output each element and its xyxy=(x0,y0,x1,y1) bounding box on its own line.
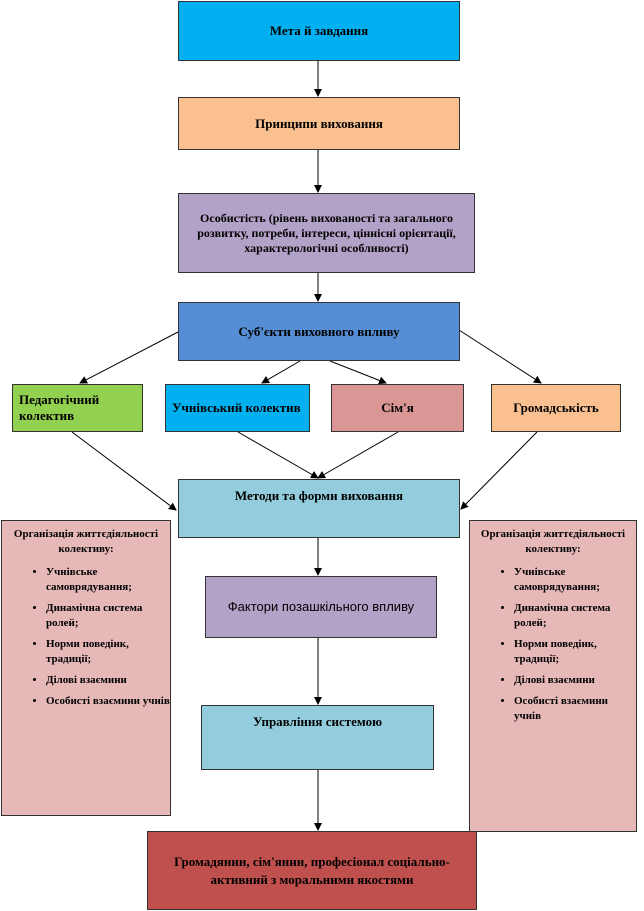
side-panel-left-item: Ділові взаємини xyxy=(46,673,170,688)
side-panel-right-title: Організація життєдіяльності колективу: xyxy=(480,528,626,555)
node-family: Сім'я xyxy=(331,384,464,432)
node-factors: Фактори позашкільного впливу xyxy=(205,576,437,638)
node-management-label: Управління системою xyxy=(252,714,383,729)
node-factors-label: Фактори позашкільного впливу xyxy=(227,599,415,614)
node-methods: Методи та форми виховання xyxy=(178,479,460,538)
side-panel-left-item: Учнівське самоврядування; xyxy=(46,565,170,595)
arrow-student-methods xyxy=(237,431,319,479)
side-panel-left-item: Динамічна система ролей; xyxy=(46,601,170,631)
node-result-label: Громадянин, сім'янин, професіонал соціал… xyxy=(174,853,450,887)
side-panel-right-item: Особисті взаємини учнів xyxy=(514,694,636,724)
node-principles: Принципи виховання xyxy=(178,97,460,150)
node-family-label: Сім'я xyxy=(381,400,414,415)
arrow-subjects-family xyxy=(329,360,387,385)
side-panel-right: Організація життєдіяльності колективу: У… xyxy=(469,520,637,832)
arrow-subjects-community xyxy=(458,329,542,384)
arrow-community-methods xyxy=(460,431,538,510)
side-panel-left: Організація життєдіяльності колективу: У… xyxy=(1,520,171,816)
node-goals-label: Мета й завдання xyxy=(269,23,369,38)
side-panel-right-item: Динамічна система ролей; xyxy=(514,601,636,631)
node-community-label: Громадськість xyxy=(513,400,599,415)
side-panel-right-item: Учнівське самоврядування; xyxy=(514,565,636,595)
side-panel-left-item: Особисті взаємини учнів xyxy=(46,694,170,709)
side-panel-left-list: Учнівське самоврядування; Динамічна сист… xyxy=(2,565,170,709)
node-subjects: Суб'єкти виховного впливу xyxy=(178,302,460,361)
side-panel-right-list: Учнівське самоврядування; Динамічна сист… xyxy=(470,565,636,724)
node-methods-label: Методи та форми виховання xyxy=(234,488,404,503)
arrow-family-methods xyxy=(317,431,399,479)
node-ped-collective-label: Педагогічний колектив xyxy=(19,392,100,423)
node-personality-label: Особистість (рівень вихованості та загал… xyxy=(197,210,456,255)
node-student-collective-label: Учнівський колектив xyxy=(172,400,301,415)
node-subjects-label: Суб'єкти виховного впливу xyxy=(238,323,400,339)
node-ped-collective: Педагогічний колектив xyxy=(12,384,143,432)
side-panel-left-title: Організація життєдіяльності колективу: xyxy=(13,528,159,555)
node-community: Громадськість xyxy=(491,384,621,432)
node-management: Управління системою xyxy=(201,705,434,770)
arrow-subjects-ped xyxy=(79,331,179,384)
arrow-subjects-student xyxy=(261,360,301,384)
node-result: Громадянин, сім'янин, професіонал соціал… xyxy=(147,831,477,910)
node-principles-label: Принципи виховання xyxy=(255,115,383,131)
arrow-ped-methods xyxy=(71,431,177,511)
node-goals: Мета й завдання xyxy=(178,1,460,61)
side-panel-left-item: Норми поведінк, традиції; xyxy=(46,637,170,667)
side-panel-right-item: Норми поведінк, традиції; xyxy=(514,637,636,667)
node-personality: Особистість (рівень вихованості та загал… xyxy=(178,193,475,273)
side-panel-right-item: Ділові взаємини xyxy=(514,673,636,688)
node-student-collective: Учнівський колектив xyxy=(165,384,310,432)
